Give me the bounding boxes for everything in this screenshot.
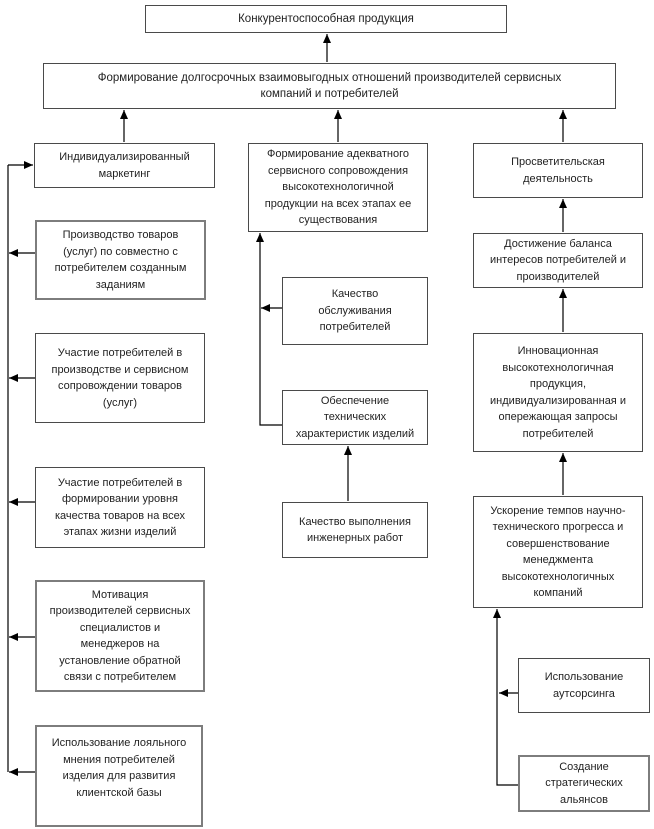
node-engineering-quality: Качество выполнения инженерных работ — [282, 502, 428, 558]
node-long-term-relations: Формирование долгосрочных взаимовыгодных… — [43, 63, 616, 109]
node-strategic-alliances: Создание стратегических альянсов — [518, 755, 650, 812]
node-service-quality: Качество обслуживания потребителей — [282, 277, 428, 345]
node-adequate-service: Формирование адекватного сервисного сопр… — [248, 143, 428, 232]
arrow-alliances-to-acceleration — [493, 609, 518, 786]
node-educational-activity: Просветительская деятельность — [473, 143, 643, 198]
node-motivation-feedback: Мотивация производителей сервисных специ… — [35, 580, 205, 692]
node-individualized-marketing: Индивидуализированный маркетинг — [34, 143, 215, 188]
node-technical-characteristics: Обеспечение технических характеристик из… — [282, 390, 428, 445]
node-balance-of-interests: Достижение баланса интересов потребителе… — [473, 233, 643, 288]
node-loyal-opinion: Использование лояльного мнения потребите… — [35, 725, 203, 827]
node-joint-production: Производство товаров (услуг) по совместн… — [35, 220, 206, 300]
node-outsourcing: Использование аутсорсинга — [518, 658, 650, 713]
node-progress-acceleration: Ускорение темпов научно- технического пр… — [473, 496, 643, 608]
arrow-technical-to-adequate-service — [256, 233, 282, 426]
node-innovative-products: Инновационная высокотехнологичная продук… — [473, 333, 643, 452]
node-consumer-participation-production: Участие потребителей в производстве и се… — [35, 333, 205, 423]
node-consumer-participation-quality: Участие потребителей в формировании уров… — [35, 467, 205, 548]
node-competitive-products: Конкурентоспособная продукция — [145, 5, 507, 33]
